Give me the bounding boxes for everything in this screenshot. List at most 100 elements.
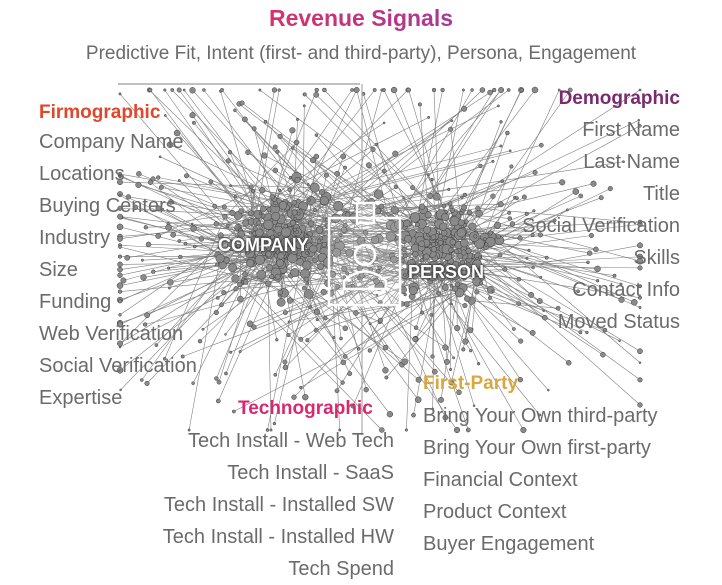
demographic-item: Title	[522, 178, 680, 210]
network-node	[209, 180, 213, 184]
firmographic-item: Buying Centers	[39, 190, 197, 222]
network-node	[405, 429, 408, 432]
first-party-item: Bring Your Own first-party	[423, 432, 658, 464]
network-node	[438, 232, 440, 234]
network-node	[463, 303, 468, 308]
network-node	[277, 259, 284, 266]
network-node	[443, 345, 449, 351]
network-node	[469, 223, 476, 230]
network-node	[222, 290, 227, 295]
network-node	[457, 228, 466, 237]
firmographic-heading: Firmographic	[39, 102, 160, 124]
network-node	[442, 204, 446, 208]
network-node	[371, 147, 376, 152]
network-node	[431, 355, 435, 359]
network-node	[333, 336, 335, 338]
network-node	[449, 248, 454, 253]
network-node	[431, 178, 434, 181]
firmographic-item: Social Verification	[39, 350, 197, 382]
network-node	[451, 120, 453, 122]
network-node	[431, 235, 436, 240]
network-node	[480, 88, 485, 93]
network-node	[324, 316, 328, 320]
network-node	[278, 134, 283, 139]
network-node	[308, 221, 314, 227]
page-title: Revenue Signals	[0, 5, 722, 32]
network-node	[270, 195, 275, 200]
network-node	[375, 143, 378, 146]
network-node	[259, 187, 265, 193]
network-node	[183, 89, 185, 91]
network-node	[249, 185, 253, 189]
first-party-item: Product Context	[423, 496, 658, 528]
network-node	[452, 357, 454, 359]
network-node	[230, 210, 236, 216]
network-node	[226, 224, 230, 228]
technographic-item: Tech Install - Installed SW	[163, 489, 394, 521]
network-node	[302, 261, 311, 270]
technographic-item: Tech Install - SaaS	[163, 457, 394, 489]
network-node	[278, 89, 281, 92]
network-node	[474, 235, 478, 239]
network-node	[431, 242, 435, 246]
network-node	[248, 211, 253, 216]
network-node	[454, 325, 460, 331]
network-node	[383, 345, 388, 350]
network-node	[450, 216, 459, 225]
network-node	[403, 273, 406, 276]
network-node	[441, 230, 447, 236]
network-node	[404, 302, 409, 307]
network-node	[505, 131, 509, 135]
network-node	[354, 87, 359, 92]
network-node	[264, 220, 274, 230]
network-node	[257, 221, 261, 225]
network-node	[217, 380, 221, 384]
network-node	[402, 247, 407, 252]
network-node	[288, 188, 292, 192]
network-node	[410, 213, 420, 223]
network-node	[441, 88, 445, 92]
network-node	[441, 213, 448, 220]
network-node	[510, 165, 514, 169]
network-node	[515, 197, 518, 200]
network-node	[287, 298, 293, 304]
person-label: PERSON	[408, 262, 484, 283]
network-node	[520, 88, 524, 92]
network-node	[264, 120, 267, 123]
network-node	[314, 92, 319, 97]
network-node	[309, 306, 312, 309]
network-node	[450, 284, 453, 287]
network-node	[532, 87, 538, 93]
network-node	[485, 243, 489, 247]
network-node	[466, 248, 471, 253]
network-node	[316, 227, 323, 234]
network-node	[500, 120, 503, 123]
network-node	[391, 87, 397, 93]
network-node	[448, 188, 451, 191]
network-node	[223, 214, 228, 219]
network-node	[220, 88, 223, 91]
network-node	[291, 147, 294, 150]
network-node	[517, 277, 521, 281]
network-node	[232, 410, 235, 413]
network-node	[488, 90, 493, 95]
network-node	[419, 204, 425, 210]
network-node	[278, 290, 283, 295]
network-node	[463, 193, 467, 197]
network-node	[313, 208, 316, 211]
network-node	[492, 160, 495, 163]
network-node	[427, 116, 429, 118]
network-node	[255, 255, 265, 265]
network-node	[202, 328, 204, 330]
firmographic-item: Funding	[39, 286, 197, 318]
network-node	[252, 189, 255, 192]
network-node	[374, 190, 383, 199]
network-node	[287, 333, 291, 337]
network-node	[343, 354, 347, 358]
network-node	[468, 328, 473, 333]
network-node	[164, 114, 166, 116]
network-node	[249, 231, 252, 234]
network-node	[341, 381, 345, 385]
network-node	[335, 171, 340, 176]
technographic-item: Tech Install - Web Tech	[163, 425, 394, 457]
